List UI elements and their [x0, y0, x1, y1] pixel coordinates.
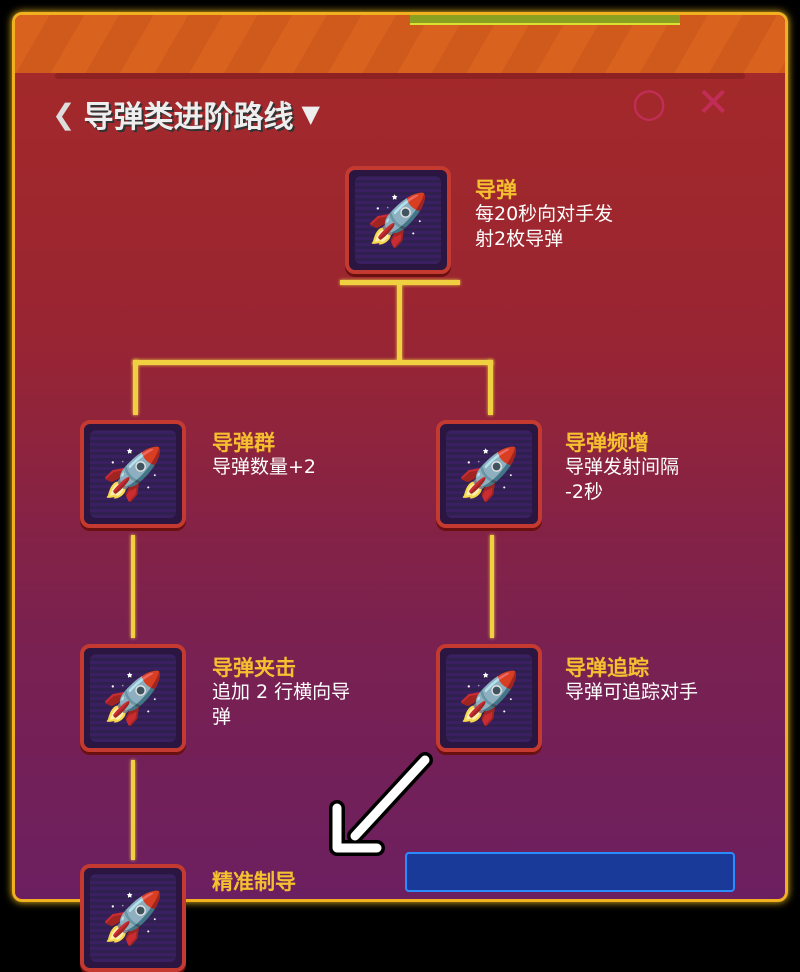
connector	[133, 360, 138, 415]
skill-node-missile-cooldown[interactable]: 🚀	[436, 420, 542, 528]
skill-name: 精准制导	[212, 870, 296, 894]
missile-tracking-icon: 🚀	[457, 668, 521, 727]
connector	[131, 535, 135, 638]
skill-node-missile-group[interactable]: 🚀	[80, 420, 186, 528]
skill-name: 导弹群	[212, 431, 275, 455]
panel-divider	[55, 73, 745, 79]
graffiti-face-decoration: ○✕	[631, 80, 760, 126]
skill-node-missile[interactable]: 🚀	[345, 166, 451, 274]
missile-cooldown-icon: 🚀	[457, 444, 521, 503]
skill-node-missile-pincer[interactable]: 🚀	[80, 644, 186, 752]
skill-desc: 导弹可追踪对手	[565, 681, 699, 703]
skill-name: 导弹追踪	[565, 656, 649, 680]
skill-name: 导弹	[475, 178, 517, 202]
info-panel	[405, 852, 735, 892]
arrow-pointer-icon	[329, 752, 433, 856]
top-tab-indicator	[410, 15, 680, 25]
section-title: 导弹类进阶路线	[83, 100, 294, 135]
skill-name: 导弹夹击	[212, 656, 296, 680]
skill-desc: 导弹数量+2	[212, 456, 317, 478]
connector	[397, 284, 402, 362]
connector	[490, 535, 494, 638]
precision-missile-icon: 🚀	[101, 888, 165, 947]
connector	[488, 360, 493, 415]
skill-node-precision[interactable]: 🚀	[80, 864, 186, 972]
skill-node-missile-tracking[interactable]: 🚀	[436, 644, 542, 752]
connector	[131, 760, 135, 860]
missile-pincer-icon: 🚀	[101, 668, 165, 727]
missile-group-icon: 🚀	[101, 444, 165, 503]
skill-desc: 追加 2 行横向导弹	[212, 681, 351, 728]
skill-desc: 每20秒向对手发射2枚导弹	[475, 203, 614, 250]
skill-desc: 导弹发射间隔-2秒	[565, 456, 680, 503]
triangle-down-icon[interactable]: ▼	[301, 100, 320, 128]
missile-icon: 🚀	[366, 190, 430, 249]
skill-name: 导弹频增	[565, 431, 649, 455]
section-header[interactable]: ❮ 导弹类进阶路线 ▼	[52, 92, 320, 136]
connector	[133, 360, 493, 365]
wing-chevron-icon[interactable]: ❮	[52, 97, 76, 131]
connector	[340, 280, 460, 285]
